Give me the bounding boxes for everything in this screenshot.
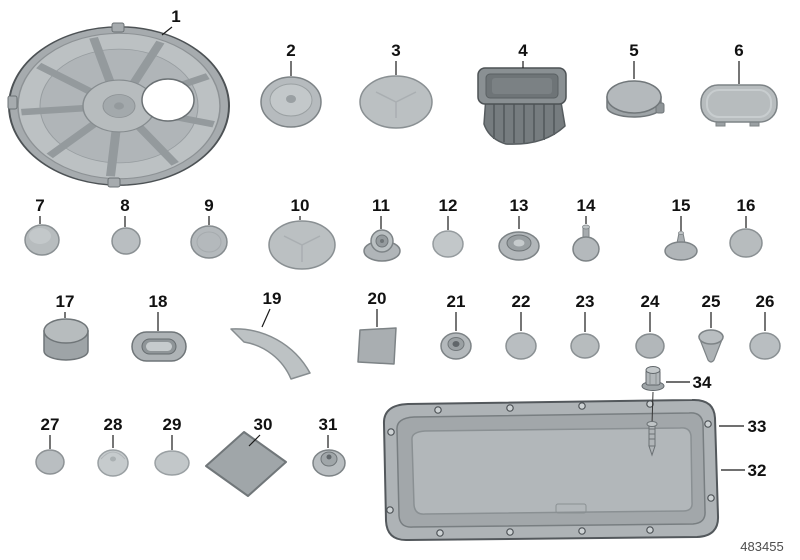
part-label-7[interactable]: 7 <box>35 196 44 215</box>
part-26-shape <box>749 332 781 360</box>
part-label-26[interactable]: 26 <box>756 292 775 311</box>
part-label-10[interactable]: 10 <box>291 196 310 215</box>
part-21-shape <box>440 332 472 360</box>
part-label-24[interactable]: 24 <box>641 292 660 311</box>
part-label-14[interactable]: 14 <box>577 196 596 215</box>
part-label-33[interactable]: 33 <box>748 417 767 436</box>
part-11-shape <box>363 229 401 262</box>
part-label-25[interactable]: 25 <box>702 292 721 311</box>
part-label-3[interactable]: 3 <box>391 41 400 60</box>
panel-screw-holes <box>386 400 715 537</box>
part-6-shape <box>700 84 778 127</box>
part-label-20[interactable]: 20 <box>368 289 387 308</box>
part-label-9[interactable]: 9 <box>204 196 213 215</box>
part-18-shape <box>131 331 187 362</box>
part-12-shape <box>432 230 464 258</box>
part-label-13[interactable]: 13 <box>510 196 529 215</box>
part-label-31[interactable]: 31 <box>319 415 338 434</box>
part-27-shape <box>35 449 65 475</box>
part-label-34[interactable]: 34 <box>693 373 712 392</box>
part-label-8[interactable]: 8 <box>120 196 129 215</box>
part-label-23[interactable]: 23 <box>576 292 595 311</box>
part-label-5[interactable]: 5 <box>629 41 638 60</box>
part-label-17[interactable]: 17 <box>56 292 75 311</box>
part-label-2[interactable]: 2 <box>286 41 295 60</box>
part-7-shape <box>24 224 60 256</box>
part-label-12[interactable]: 12 <box>439 196 458 215</box>
leader-line-30 <box>248 434 261 447</box>
leader-line-19 <box>261 308 271 328</box>
part-8-shape <box>111 227 141 255</box>
part-10-shape <box>268 220 336 270</box>
part-29-shape <box>154 450 190 476</box>
part-19-shape <box>230 328 311 380</box>
part-label-30[interactable]: 30 <box>254 415 273 434</box>
part-34-shape <box>641 366 665 457</box>
part-label-21[interactable]: 21 <box>447 292 466 311</box>
part-label-4[interactable]: 4 <box>518 41 528 60</box>
part-label-16[interactable]: 16 <box>737 196 756 215</box>
part-label-11[interactable]: 11 <box>372 196 390 215</box>
part-14-shape <box>572 224 600 262</box>
part-label-19[interactable]: 19 <box>263 289 282 308</box>
leader-line-1 <box>161 26 173 36</box>
part-label-29[interactable]: 29 <box>163 415 182 434</box>
part-5-shape <box>606 80 665 118</box>
part-label-27[interactable]: 27 <box>41 415 60 434</box>
part-25-shape <box>698 329 724 363</box>
part-20-shape <box>357 327 397 365</box>
part-label-15[interactable]: 15 <box>672 196 691 215</box>
part-15-shape <box>664 231 698 261</box>
part-28-shape <box>97 449 129 477</box>
part-label-6[interactable]: 6 <box>734 41 743 60</box>
part-label-22[interactable]: 22 <box>512 292 531 311</box>
part-4-shape <box>477 67 567 145</box>
part-label-18[interactable]: 18 <box>149 292 168 311</box>
part-1-shape <box>7 22 230 188</box>
part-17-shape <box>43 318 89 361</box>
part-13-shape <box>498 231 540 261</box>
part-16-shape <box>729 228 763 258</box>
part-23-shape <box>570 333 600 359</box>
part-3-shape <box>359 75 433 129</box>
part-30-shape <box>205 431 287 497</box>
callouts: 1 2 3 4 5 6 7 8 9 10 11 12 13 14 15 16 1 <box>35 7 774 480</box>
part-label-32[interactable]: 32 <box>748 461 767 480</box>
part-2-shape <box>260 76 322 128</box>
part-label-28[interactable]: 28 <box>104 415 123 434</box>
part-32-panel-shape <box>382 398 720 542</box>
part-label-1[interactable]: 1 <box>171 7 180 26</box>
part-22-shape <box>505 332 537 360</box>
part-31-shape <box>312 449 346 477</box>
part-24-shape <box>635 333 665 359</box>
part-9-shape <box>190 225 228 259</box>
part-number-watermark: 483455 <box>740 539 783 554</box>
